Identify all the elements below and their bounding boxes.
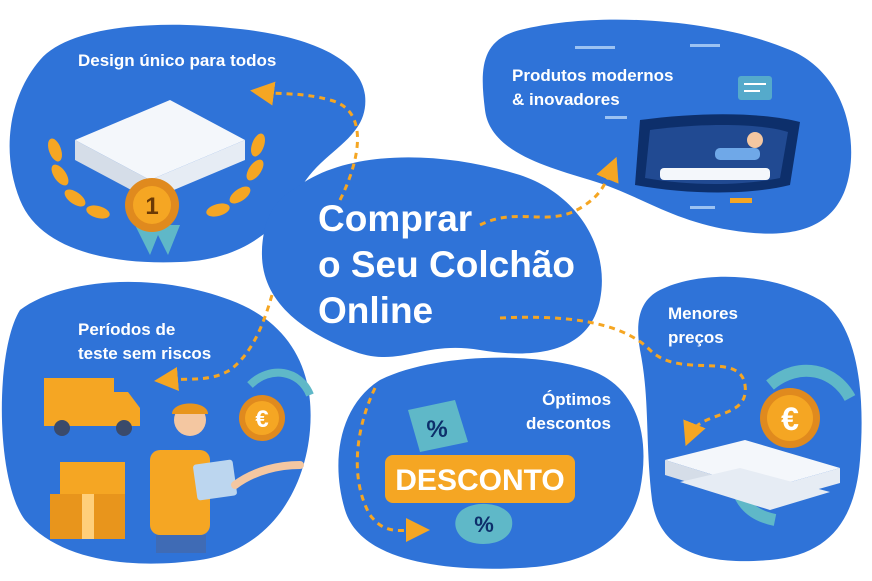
courier-icon — [150, 403, 304, 553]
dot-decor — [575, 44, 720, 209]
arrow-to-prices — [499, 315, 747, 447]
topic-discounts: Óptimos descontos — [526, 390, 612, 433]
center-title: Comprar o Seu Colchão Online — [318, 198, 575, 331]
topic-modern: Produtos modernos & inovadores — [512, 66, 674, 109]
euro-coin-icon — [239, 368, 314, 441]
car-icon — [635, 114, 800, 203]
topic-design: Design único para todos — [78, 51, 277, 70]
truck-icon — [44, 378, 140, 436]
mattress-icon — [75, 100, 245, 200]
discount-banner-label: DESCONTO — [395, 464, 564, 497]
euro-symbol-trial: € — [255, 406, 268, 433]
percent-tag-label: % — [426, 416, 447, 443]
topic-prices: Menores preços — [668, 304, 738, 347]
percent-badge-icon — [455, 503, 513, 544]
blob-center — [261, 157, 602, 358]
percent-badge-label: % — [474, 512, 494, 537]
arrow-to-design — [250, 81, 359, 201]
arrow-to-discounts — [355, 387, 430, 543]
discount-banner — [385, 455, 575, 503]
euro-symbol-prices: € — [781, 401, 799, 437]
mattress-prices-icon — [665, 440, 840, 510]
laurel-icon — [48, 133, 265, 219]
percent-tag-icon — [408, 400, 468, 452]
dashboard-icon — [738, 76, 772, 100]
rank-number: 1 — [145, 193, 158, 220]
arrow-to-modern — [479, 156, 619, 227]
topic-trial: Períodos de teste sem riscos — [78, 320, 212, 363]
boxes-icon — [50, 462, 125, 539]
euro-coin-prices-icon — [760, 388, 820, 448]
medal-icon — [125, 178, 180, 255]
